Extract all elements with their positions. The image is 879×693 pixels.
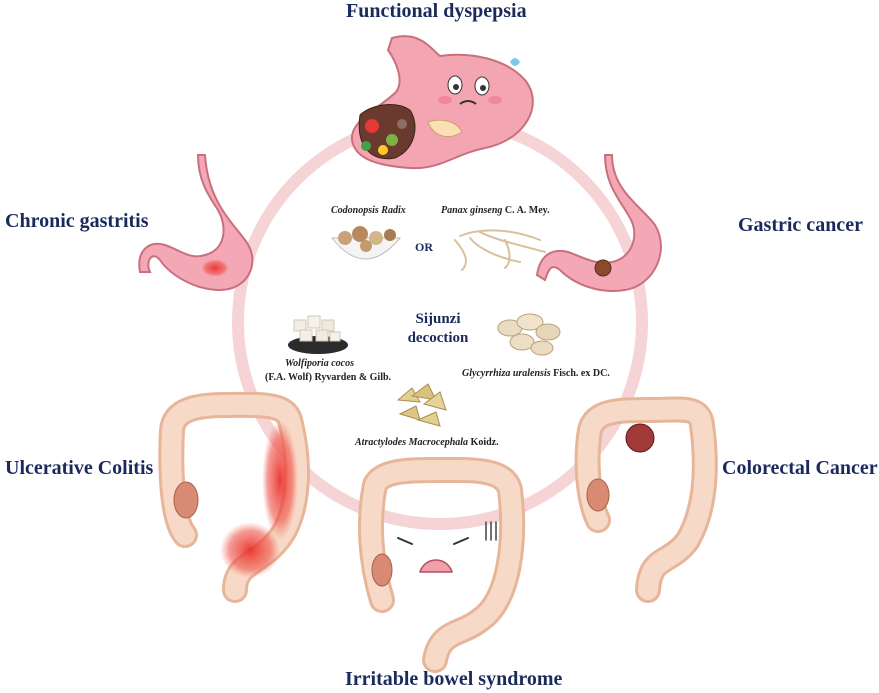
ulcerative-colitis-colon-illustration (158, 391, 310, 603)
gastritis-inflammation (201, 259, 229, 277)
wolfiporia-herb-image (288, 315, 348, 354)
wolfiporia-italic: Wolfiporia cocos (285, 358, 354, 369)
colorectal-cancer-colon-illustration (574, 396, 718, 603)
herb-label-atractylodes: Atractylodes Macrocephala Koidz. (355, 437, 499, 448)
codonopsis-italic: Codonopsis Radix (331, 205, 406, 216)
center-title-line1: Sijunzi (415, 311, 461, 327)
glycyrrhiza-herb-image (497, 313, 561, 356)
label-functional-dyspepsia: Functional dyspepsia (346, 0, 527, 22)
label-colorectal-cancer: Colorectal Cancer (722, 457, 878, 479)
herb-label-wolfiporia-line2: (F.A. Wolf) Ryvarden & Gilb. (265, 372, 392, 383)
label-ulcerative-colitis: Ulcerative Colitis (5, 457, 154, 479)
glycyrrhiza-italic: Glycyrrhiza uralensis (462, 368, 551, 379)
label-gastric-cancer: Gastric cancer (738, 214, 863, 236)
ginseng-plain: C. A. Mey. (502, 205, 550, 216)
label-irritable-bowel-syndrome: Irritable bowel syndrome (345, 668, 563, 690)
codonopsis-herb-image (330, 226, 402, 260)
dyspepsia-stomach-illustration (350, 35, 534, 170)
atractylodes-italic: Atractylodes Macrocephala (355, 437, 469, 448)
colorectal-tumor-mark (625, 423, 655, 453)
sijunzi-decoction-title: Sijunzi decoction (398, 310, 478, 348)
atractylodes-plain: Koidz. (468, 437, 499, 448)
gastric-cancer-stomach-illustration (535, 154, 662, 292)
atractylodes-herb-image (396, 383, 447, 427)
herb-label-glycyrrhiza: Glycyrrhiza uralensis Fisch. ex DC. (462, 368, 610, 379)
ginseng-italic: Panax ginseng (441, 205, 503, 216)
herb-label-ginseng: Panax ginseng C. A. Mey. (441, 205, 550, 216)
tumor-mark (594, 259, 612, 277)
ginseng-herb-image (454, 229, 546, 271)
herb-label-codonopsis: Codonopsis Radix (331, 205, 406, 216)
glycyrrhiza-plain: Fisch. ex DC. (550, 368, 610, 379)
center-title-line2: decoction (407, 330, 469, 346)
gastritis-stomach-illustration (138, 154, 254, 292)
herb-label-wolfiporia-line1: Wolfiporia cocos (285, 358, 354, 369)
label-chronic-gastritis: Chronic gastritis (5, 210, 149, 232)
or-label: OR (415, 240, 433, 254)
ibs-colon-illustration (357, 456, 526, 673)
